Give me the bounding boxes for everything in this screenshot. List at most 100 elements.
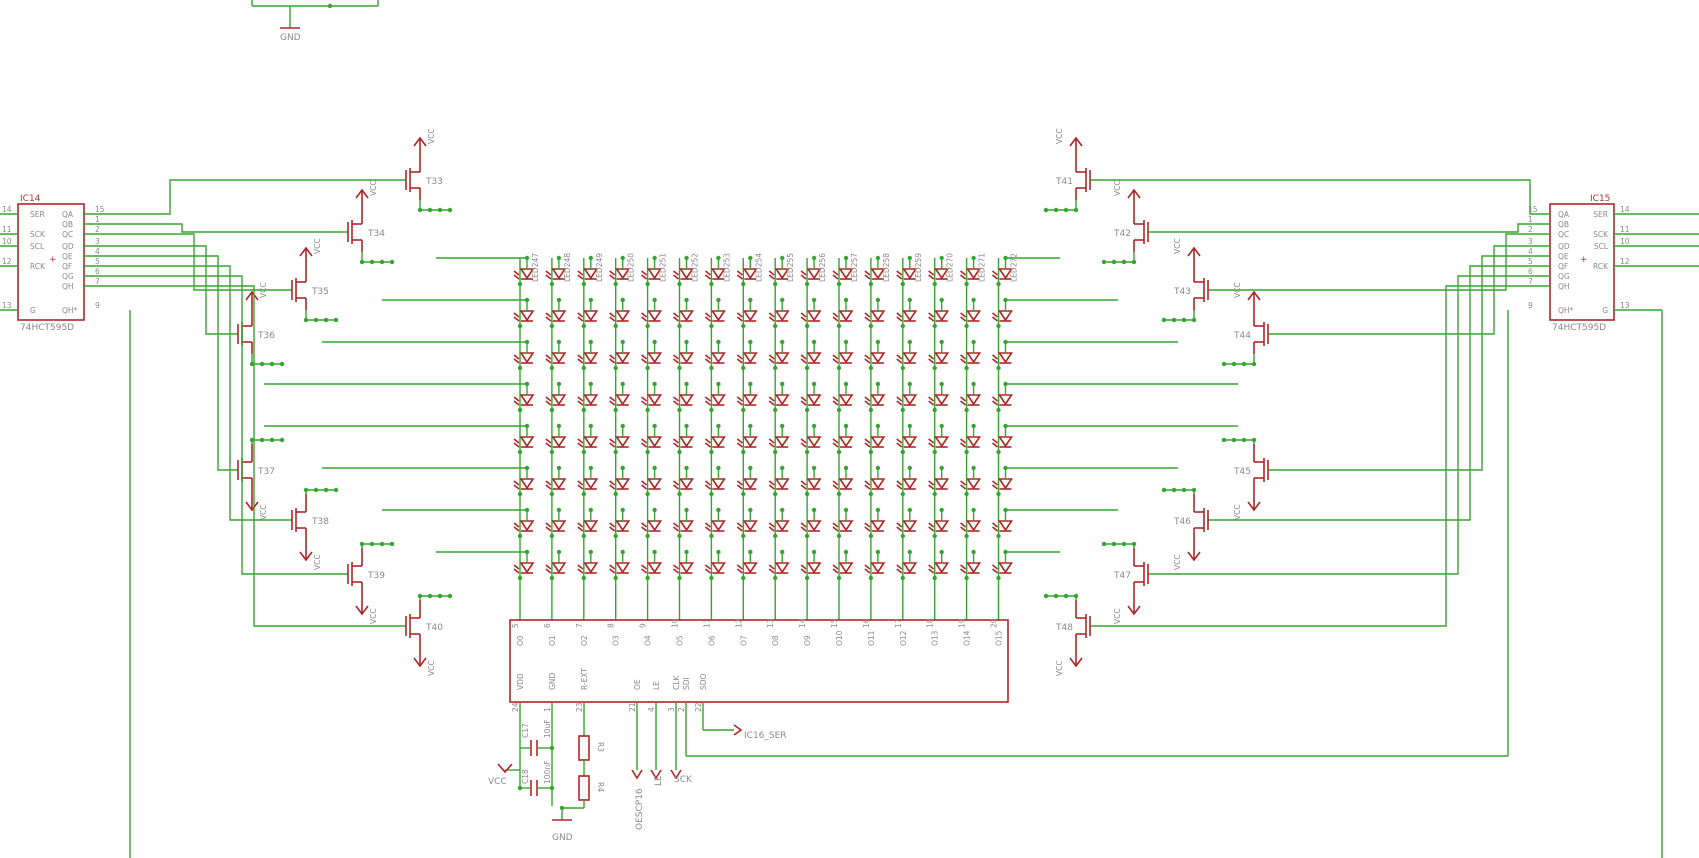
- led: [704, 549, 726, 581]
- pin-label: QH*: [62, 306, 78, 315]
- pin-number: 24: [511, 702, 520, 712]
- pin-label: G: [30, 306, 36, 315]
- led: [736, 297, 758, 329]
- pin-label: QA: [62, 210, 74, 219]
- vcc-label: VCC: [1233, 282, 1242, 298]
- led: [736, 423, 758, 455]
- led: [800, 507, 822, 539]
- ic15-name: IC15: [1590, 194, 1610, 204]
- pin-label: O10: [835, 630, 844, 646]
- transistor-label: T36: [257, 331, 275, 341]
- vcc-label: VCC: [1233, 504, 1242, 520]
- pin-label: O9: [803, 635, 812, 646]
- led: LED272: [992, 253, 1019, 287]
- pin-label: SCK: [30, 230, 46, 239]
- driver-pin-o1: O16: [543, 623, 557, 646]
- drain-bus: [359, 541, 395, 548]
- led: [545, 297, 567, 329]
- pin-number: 19: [958, 618, 967, 628]
- pin-number: 7: [575, 623, 584, 628]
- drain-bus: [249, 437, 285, 444]
- led: [641, 465, 663, 497]
- gnd-label-driver: GND: [552, 833, 573, 843]
- transistor-label: T39: [367, 571, 385, 581]
- drain-bus: [1221, 437, 1257, 444]
- ic15-pin-g: G13: [1602, 301, 1630, 315]
- drain-bus: [249, 354, 285, 367]
- pin-number: 20: [990, 618, 999, 628]
- pin-label: QE: [62, 252, 73, 261]
- drain-bus: [359, 252, 395, 265]
- led: LED251: [641, 253, 668, 287]
- pin-label: QA: [1558, 210, 1570, 219]
- driver-pin-o3: O38: [607, 623, 621, 646]
- transistor-label: T47: [1113, 571, 1131, 581]
- vcc-label: VCC: [1173, 554, 1182, 570]
- led: [609, 381, 631, 413]
- led: [864, 549, 886, 581]
- led: [736, 549, 758, 581]
- drain-bus: [1043, 593, 1079, 600]
- ic14-pin-qh: QH7: [62, 277, 100, 291]
- transistor-label: T43: [1173, 287, 1191, 297]
- pin-label: O5: [676, 635, 685, 646]
- led: [641, 423, 663, 455]
- led: [545, 381, 567, 413]
- top-ground-fragment: GND: [251, 0, 379, 43]
- pin-number: 21: [628, 702, 637, 712]
- net-le: LE: [654, 775, 664, 786]
- pin-number: 18: [926, 618, 935, 628]
- vcc-label: VCC: [1055, 660, 1064, 676]
- pin-label: O3: [612, 635, 621, 646]
- led-label: LED253: [722, 253, 731, 282]
- ic15-pin-qg: QG6: [1528, 267, 1570, 281]
- row-wires: [264, 257, 1238, 553]
- pin-number: 12: [734, 618, 743, 628]
- led: [896, 381, 918, 413]
- led: [992, 423, 1013, 455]
- led: [736, 381, 758, 413]
- led: [641, 507, 663, 539]
- pin-label: QC: [62, 230, 73, 239]
- vcc-label: VCC: [1113, 180, 1122, 196]
- pin-label: G: [1602, 306, 1608, 315]
- drain-bus: [303, 310, 339, 323]
- transistor-label: T48: [1055, 623, 1073, 633]
- ic14-pin-qh-star: QH*9: [62, 301, 100, 315]
- pin-label: O14: [963, 630, 972, 646]
- led: [641, 339, 663, 371]
- pin-label: QG: [62, 272, 74, 281]
- led: [864, 339, 886, 371]
- led: [768, 339, 790, 371]
- pin-number: 15: [830, 618, 839, 628]
- led: [673, 297, 694, 329]
- led-label: LED270: [946, 253, 955, 282]
- pin-label: RCK: [1593, 262, 1609, 271]
- pin-label: QB: [1558, 220, 1569, 229]
- led: [673, 423, 694, 455]
- pin-number: 3: [1528, 237, 1533, 246]
- pin-label: SER: [1593, 210, 1608, 219]
- led: LED255: [768, 253, 795, 287]
- net-oe: OESCP16: [635, 788, 645, 830]
- led-label: LED251: [659, 253, 668, 282]
- led: [896, 297, 918, 329]
- led: [704, 465, 726, 497]
- led: [513, 465, 535, 497]
